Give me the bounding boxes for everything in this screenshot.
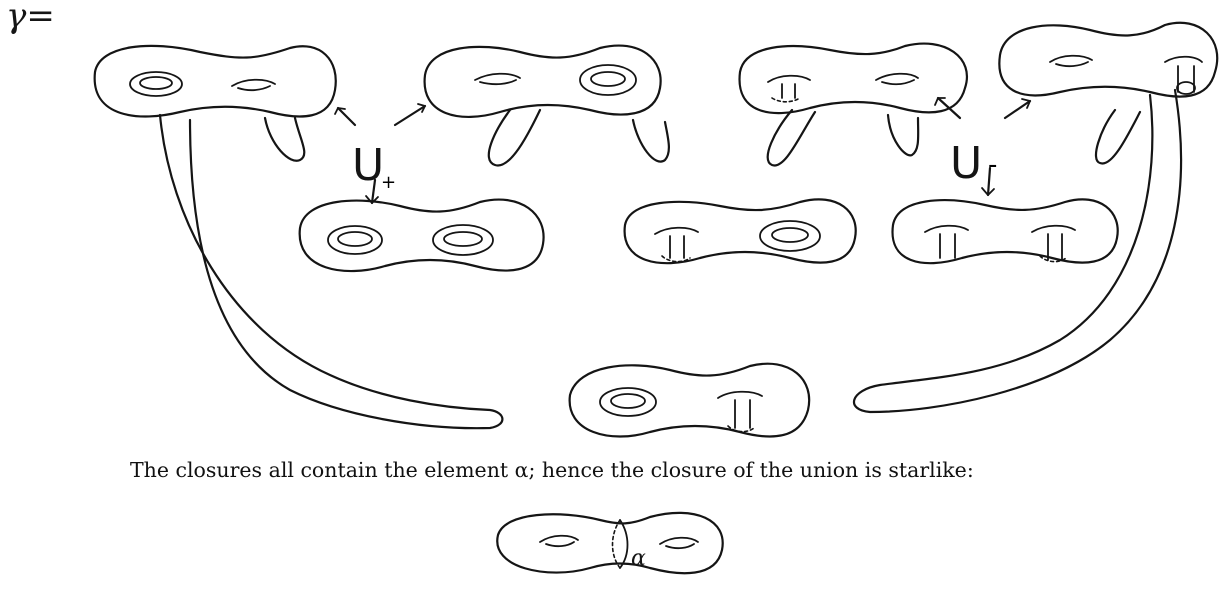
genus-two-surface-top-4 <box>999 23 1217 97</box>
u-plus-letter: U <box>352 140 384 191</box>
genus-two-surface-top-1 <box>95 46 336 117</box>
starlike-surface <box>497 513 722 573</box>
u-shapes <box>265 110 1140 165</box>
left-long-band <box>160 115 502 428</box>
genus-two-surface-bottom <box>570 364 810 437</box>
u-minus-subscript: - <box>988 150 997 180</box>
right-long-band <box>854 90 1181 412</box>
u-plus-subscript: + <box>381 172 396 193</box>
u-plus-label: U <box>352 140 384 191</box>
u-minus-label: U <box>950 138 982 189</box>
alpha-label: α <box>631 546 646 571</box>
u-minus-letter: U <box>950 138 982 189</box>
caption-text: The closures all contain the element α; … <box>130 458 1130 482</box>
genus-two-surface-top-2 <box>425 46 661 117</box>
genus-two-surface-mid-3 <box>893 199 1118 263</box>
genus-two-surface-mid-2 <box>625 199 856 263</box>
genus-two-surface-mid-1 <box>300 200 544 272</box>
genus-two-surface-top-3 <box>740 44 967 114</box>
